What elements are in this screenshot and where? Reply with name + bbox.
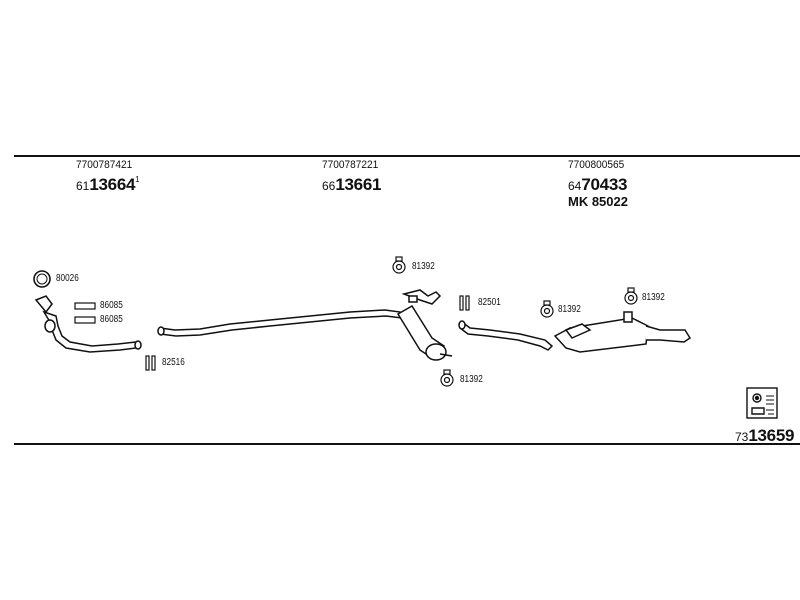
hanger-rear-1-icon — [540, 300, 554, 318]
group-3-code: 6470433 — [568, 176, 627, 194]
hanger-center-bottom-icon — [440, 369, 454, 387]
part-spring-top: 86085 — [100, 300, 123, 311]
group-3-code-prefix: 64 — [568, 179, 582, 193]
part-hanger-rear-2: 81392 — [642, 292, 665, 303]
center-pipe — [157, 309, 404, 337]
rear-pipe — [458, 320, 554, 351]
group-1-code: 61136641 — [76, 176, 140, 194]
part-ring-gasket: 80026 — [56, 273, 79, 284]
center-muffler — [396, 289, 453, 361]
hanger-rear-2-icon — [624, 287, 638, 305]
group-2-code: 6613661 — [322, 176, 381, 194]
front-downpipe — [34, 295, 142, 353]
clamp-front-icon — [145, 355, 156, 371]
mounting-kit-icon — [746, 387, 778, 419]
group-3-ref: 7700800565 — [568, 159, 625, 171]
rear-silencer — [553, 311, 692, 353]
part-hanger-rear-1: 81392 — [558, 304, 581, 315]
footer-code-main: 13659 — [748, 426, 795, 445]
group-2-code-main: 13661 — [335, 175, 382, 194]
part-clamp-front: 82516 — [162, 357, 185, 368]
part-spring-bottom: 86085 — [100, 314, 123, 325]
group-2-ref: 7700787221 — [322, 159, 379, 171]
clamp-center-icon — [459, 295, 470, 311]
group-3-code-main: 70433 — [581, 175, 628, 194]
part-hanger-center-bottom: 81392 — [460, 374, 483, 385]
gasket-ring — [33, 270, 51, 288]
group-3-extra: MK 85022 — [568, 194, 628, 209]
group-1-ref: 7700787421 — [76, 159, 133, 171]
group-1-code-sup: 1 — [135, 175, 140, 184]
footer-code: 7313659 — [735, 427, 794, 445]
spring-bottom-icon — [74, 316, 96, 324]
spring-top-icon — [74, 302, 96, 310]
hanger-center-top-icon — [392, 256, 406, 274]
group-2-code-prefix: 66 — [322, 179, 336, 193]
part-clamp-center: 82501 — [478, 297, 501, 308]
footer-code-prefix: 73 — [735, 430, 749, 444]
part-hanger-center-top: 81392 — [412, 261, 435, 272]
group-1-code-prefix: 61 — [76, 179, 90, 193]
group-1-code-main: 13664 — [89, 175, 136, 194]
